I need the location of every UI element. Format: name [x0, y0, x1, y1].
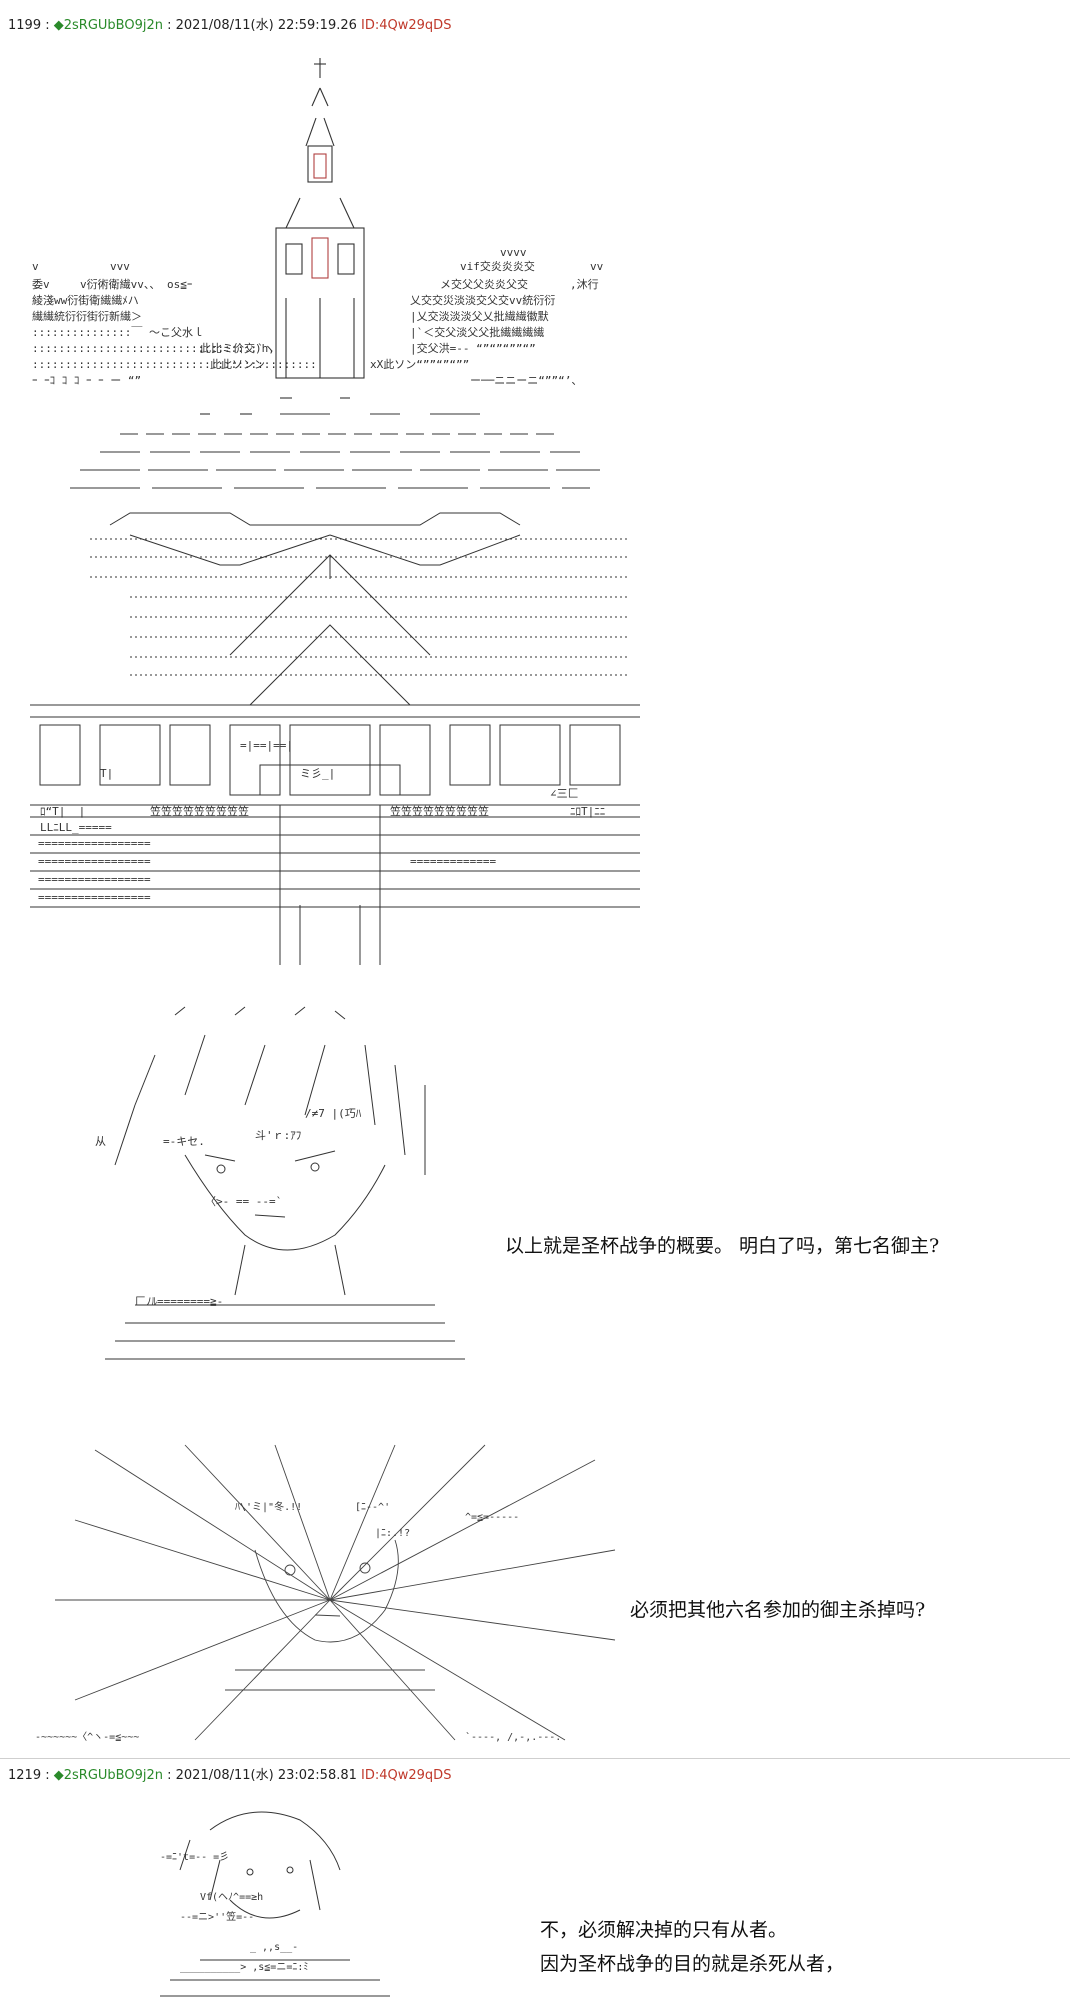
post-number: 1199 [8, 18, 42, 33]
svg-text:::::::::::::::::::::::::::::::: ::::::::::::::::::::::::::::::::::`ヽ [32, 342, 275, 355]
svg-text:LLﾆLL_=====: LLﾆLL_===== [40, 821, 112, 834]
svg-text:=================: ================= [38, 855, 151, 868]
character-shocked-art: ﾊ\'ミ|"冬.!! [ﾆ--^' |ﾆ:.!? ^=≦=----- -~~~~… [35, 1440, 625, 1750]
svg-text:ﾛ“T|__|: ﾛ“T|__| [40, 805, 85, 818]
svg-text:__________> ,s≦=ニ=ﾆ:ﾐ: __________> ,s≦=ニ=ﾆ:ﾐ [180, 1962, 308, 1973]
mansion-art: =|==|==| ミ彡_| T| ∠三匚 ﾛ“T|__| 笠笠笠笠笠笠笠笠笠 笠… [30, 505, 640, 975]
svg-text:xX此ソン“””“”“””: xX此ソン“””“”“”” [370, 358, 469, 371]
svg-text:∠三匚: ∠三匚 [550, 787, 579, 800]
water-reflection-drawing [70, 397, 600, 489]
post-divider [0, 1758, 1070, 1759]
svg-text:笠笠笠笠笠笠笠笠笠: 笠笠笠笠笠笠笠笠笠 [390, 804, 489, 818]
water-reflection-art [40, 390, 600, 500]
svg-text:此此ソンン: 此此ソンン [210, 358, 265, 371]
post-trip: ◆2sRGUbBO9j2n [53, 18, 163, 33]
svg-text:Vf(ヘﾉ^==≥h: Vf(ヘﾉ^==≥h [200, 1892, 263, 1903]
character-shocked-drawing: ﾊ\'ミ|"冬.!! [ﾆ--^' |ﾆ:.!? ^=≦=----- -~~~~… [35, 1444, 616, 1743]
svg-text:vvvv: vvvv [500, 246, 527, 259]
svg-text:=================: ================= [38, 891, 151, 904]
svg-text:此比ミ价交)h,: 此比ミ价交)h, [200, 341, 275, 355]
svg-text:=================: ================= [38, 873, 151, 886]
svg-text:v: v [32, 260, 39, 273]
post-id: ID:4Qw29qDS [361, 18, 452, 33]
post-id: ID:4Qw29qDS [361, 1768, 452, 1783]
svg-text:〈>- == --=`: 〈>- == --=` [205, 1195, 282, 1208]
post-date: : 2021/08/11(水) 23:02:58.81 [162, 1768, 362, 1783]
svg-text:|ﾆ:.!?: |ﾆ:.!? [375, 1528, 410, 1539]
post-header-1219: 1219 : ◆2sRGUbBO9j2n : 2021/08/11(水) 23:… [8, 1768, 451, 1784]
character-small-art: -=ﾆ't=-- =彡 Vf(ヘﾉ^==≥h --=ニ>''笠=-‐ _ ,,s… [150, 1800, 400, 2000]
svg-text:メ交父父炎炎父交: メ交父父炎炎父交 [440, 277, 528, 291]
post-date: : 2021/08/11(水) 22:59:19.26 [162, 18, 362, 33]
svg-text:ﾆﾛT|ﾆﾆ: ﾆﾛT|ﾆﾆ [570, 805, 605, 818]
svg-text:_ ,,s__-: _ ,,s__- [250, 1942, 298, 1953]
svg-text:斗'ｒ:ｱﾌ: 斗'ｒ:ｱﾌ [255, 1129, 301, 1142]
svg-text:^=≦=-----: ^=≦=----- [465, 1512, 519, 1523]
svg-text:T|: T| [100, 767, 113, 780]
svg-text:[ﾆ--^': [ﾆ--^' [355, 1502, 390, 1513]
svg-text:-=ﾆ't=-- =彡: -=ﾆ't=-- =彡 [160, 1852, 229, 1863]
svg-text:|交父洪=-- “”“”“””“”: |交父洪=-- “”“”“””“” [410, 341, 536, 355]
svg-text:/≠7 |(巧ﾊ: /≠7 |(巧ﾊ [305, 1107, 362, 1120]
svg-text:vv: vv [590, 260, 604, 273]
post-trip: ◆2sRGUbBO9j2n [53, 1768, 163, 1783]
city-church-art: v vvv 委v v衍術衛繊vv、、 os≦ｰ 綾淺ww衍街衛繊繊ﾒハ 繊繊統衍… [30, 48, 630, 388]
svg-text:--=ニ>''笠=-‐: --=ニ>''笠=-‐ [180, 1910, 254, 1923]
svg-text:::::::::::::::::::::::::::::::: ::::::::::::::::::::::::::::::::::::::::… [32, 358, 317, 371]
svg-text:|`＜交父淡父父批繊繊繊繊: |`＜交父淡父父批繊繊繊繊 [410, 325, 544, 339]
svg-text:`----, /,-,.---.: `----, /,-,.---. [465, 1731, 561, 1743]
mansion-drawing: =|==|==| ミ彡_| T| ∠三匚 ﾛ“T|__| 笠笠笠笠笠笠笠笠笠 笠… [30, 512, 640, 965]
svg-text:-~~~~~~〈^ヽ-=≦~~~: -~~~~~~〈^ヽ-=≦~~~ [35, 1731, 139, 1743]
svg-text:=============: ============= [410, 855, 496, 868]
svg-text:从: 从 [95, 1135, 106, 1148]
svg-text:ﾊ\'ミ|"冬.!!: ﾊ\'ミ|"冬.!! [235, 1500, 302, 1513]
svg-text::::::::::::::::￣ ～こ父水ｌ: :::::::::::::::￣ ～こ父水ｌ [32, 325, 204, 339]
dialogue-line-1: 以上就是圣杯战争的概要。 明白了吗，第七名御主? [505, 1235, 940, 1257]
svg-text:|乂交淡淡淡父乂批繊繊徽默: |乂交淡淡淡父乂批繊繊徽默 [410, 309, 549, 323]
character-small-drawing: -=ﾆ't=-- =彡 Vf(ヘﾉ^==≥h --=ニ>''笠=-‐ _ ,,s… [160, 1811, 390, 1997]
svg-text:乂交交災淡淡交父交vv統衍衍: 乂交交災淡淡交父交vv統衍衍 [410, 293, 555, 307]
svg-text:vvv: vvv [110, 260, 130, 273]
svg-text:ミ彡_|: ミ彡_| [300, 767, 335, 780]
dialogue-line-4: 因为圣杯战争的目的就是杀死从者， [540, 1953, 845, 1975]
city-church-drawing: v vvv 委v v衍術衛繊vv、、 os≦ｰ 綾淺ww衍街衛繊繊ﾒハ 繊繊統衍… [32, 58, 604, 387]
post-separator: : [41, 1768, 54, 1783]
svg-text:ー──ニニーニ“””“’、: ー──ニニーニ“””“’、 [470, 374, 582, 387]
svg-text:綾淺ww衍街衛繊繊ﾒハ: 綾淺ww衍街衛繊繊ﾒハ [32, 293, 139, 307]
svg-text:匚ﾉﾙ========≧-: 匚ﾉﾙ========≧- [135, 1295, 223, 1308]
post-header-1199: 1199 : ◆2sRGUbBO9j2n : 2021/08/11(水) 22:… [8, 18, 451, 34]
svg-text:ｰ ｰｺ ｺ ｺ ｰ ｰ ー “”: ｰ ｰｺ ｺ ｺ ｰ ｰ ー “” [32, 374, 141, 387]
svg-text:委v: 委v [32, 278, 50, 291]
svg-text:繊繊統衍衍街衍新繊＞: 繊繊統衍衍街衍新繊＞ [32, 309, 142, 323]
dialogue-line-2: 必须把其他六名参加的御主杀掉吗? [630, 1599, 926, 1621]
character-face-art: /≠7 |(巧ﾊ 斗'ｒ:ｱﾌ 从 =-キセ. 〈>- == --=` 匚ﾉﾙ=… [95, 1005, 475, 1385]
post-separator: : [41, 18, 54, 33]
svg-text:vif交炎炎炎交: vif交炎炎炎交 [460, 259, 535, 273]
svg-text:v衍術衛繊vv、、 os≦ｰ: v衍術衛繊vv、、 os≦ｰ [80, 277, 192, 291]
svg-text:笠笠笠笠笠笠笠笠笠: 笠笠笠笠笠笠笠笠笠 [150, 804, 249, 818]
character-face-drawing: /≠7 |(巧ﾊ 斗'ｒ:ｱﾌ 从 =-キセ. 〈>- == --=` 匚ﾉﾙ=… [95, 1006, 465, 1360]
svg-text:=================: ================= [38, 837, 151, 850]
svg-text:=|==|==|: =|==|==| [240, 739, 293, 752]
dialogue-line-3: 不，必须解决掉的只有从者。 [540, 1919, 788, 1941]
post-number: 1219 [8, 1768, 42, 1783]
svg-text:=-キセ.: =-キセ. [163, 1135, 205, 1148]
svg-text:,沐行: ,沐行 [570, 278, 599, 291]
